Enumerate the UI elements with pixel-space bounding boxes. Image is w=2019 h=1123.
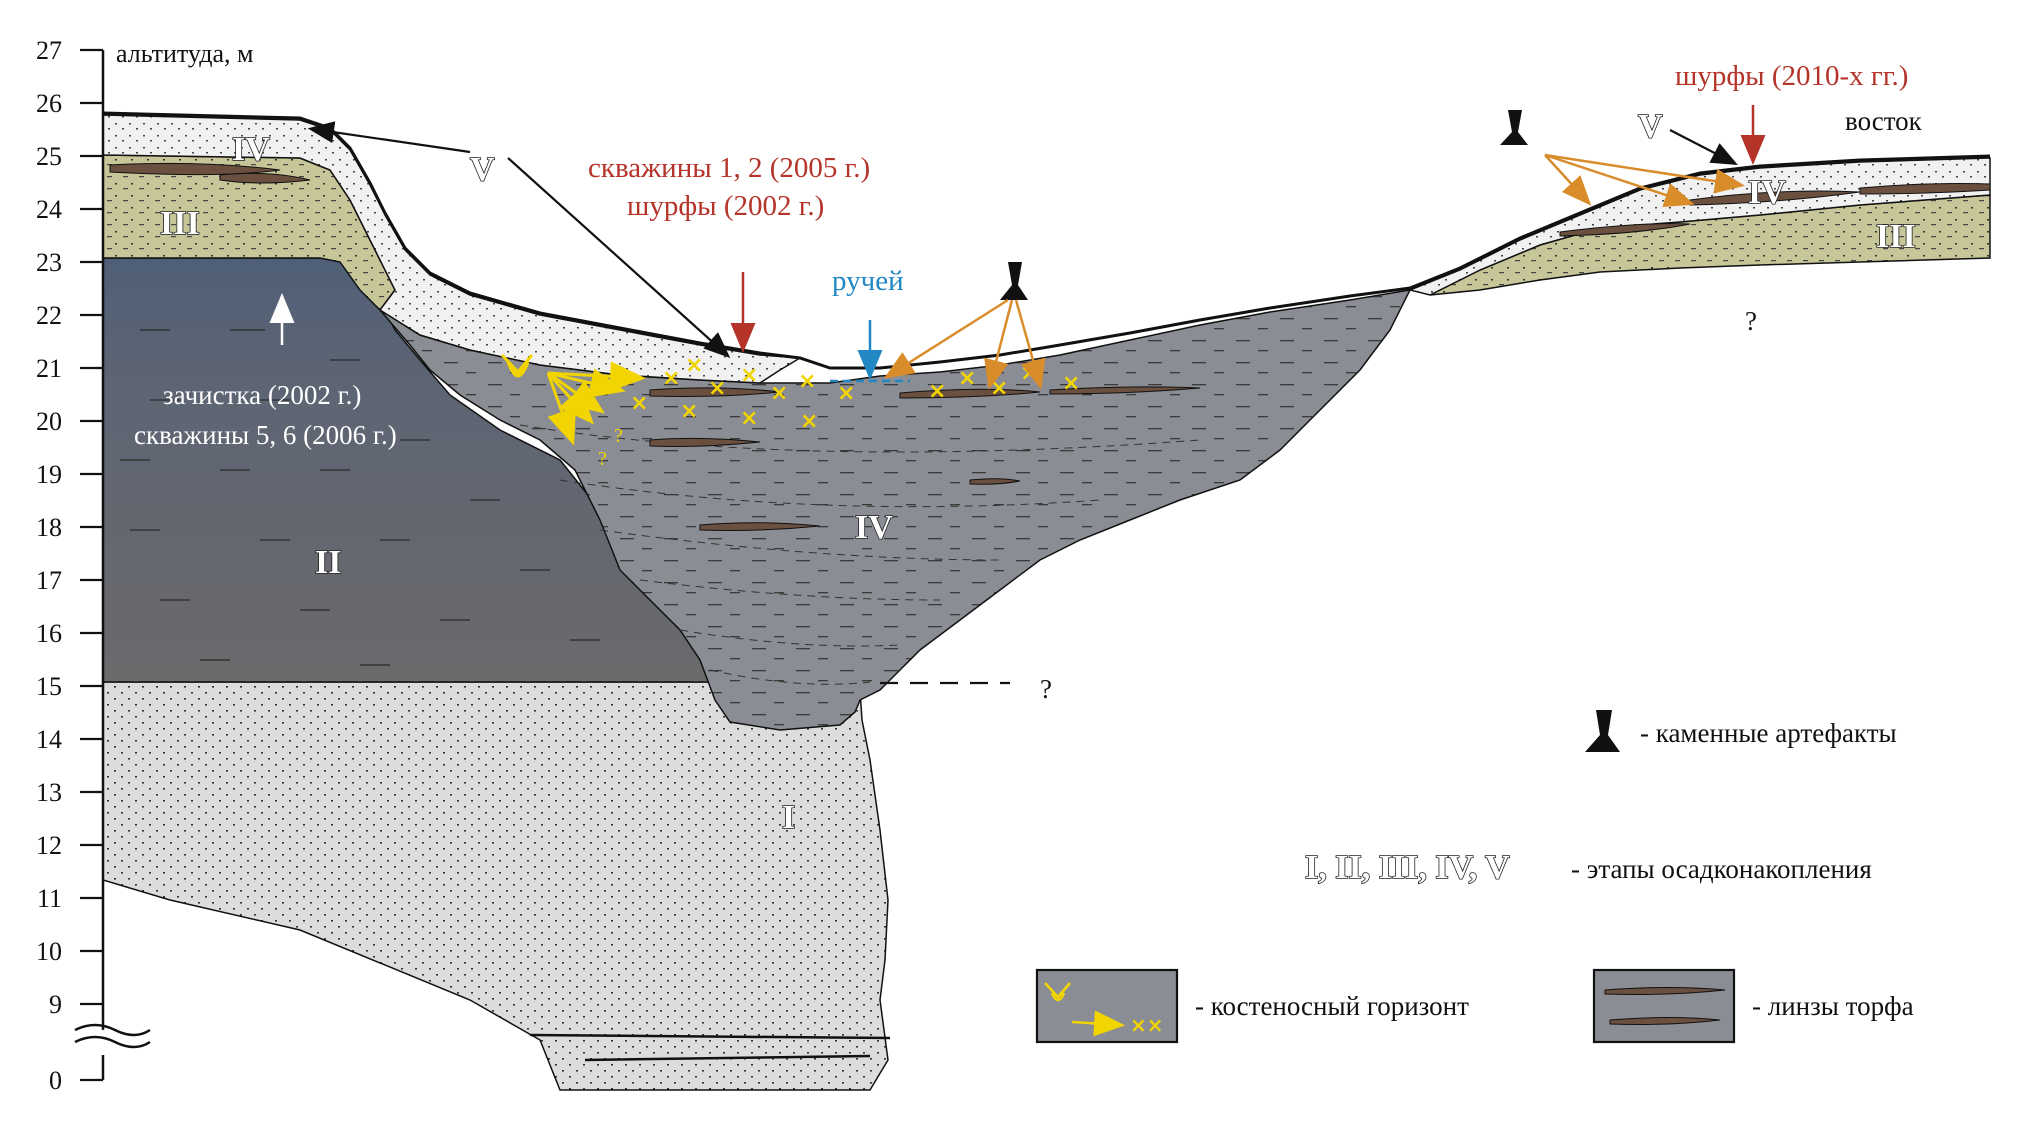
axis-tick-label: 12	[36, 831, 62, 860]
axis-tick-label: 26	[36, 89, 62, 118]
svg-text:×: ×	[630, 391, 648, 416]
svg-text:×: ×	[740, 363, 758, 388]
legend-stone-text: - каменные артефакты	[1640, 718, 1897, 748]
label-stream: ручей	[832, 265, 904, 297]
axis-tick-label: 14	[36, 725, 62, 754]
svg-text:××: ××	[1130, 1013, 1164, 1037]
axis-tick-label: 13	[36, 778, 62, 807]
bone-question: ?	[598, 448, 607, 470]
axis-tick-label: 11	[37, 884, 62, 913]
layer-I	[102, 681, 889, 1091]
break-line	[584, 1054, 871, 1062]
legend: - каменные артефакты I, II, III, IV, V -…	[1035, 710, 1914, 1044]
altitude-axis: 27 26 25 24 23 22 21 20 19 18 17 16 15 14 13 12 11 10 9 0	[36, 36, 151, 1095]
stone-artifact-icon	[1000, 262, 1028, 300]
legend-stages-text: - этапы осадконакопления	[1571, 854, 1872, 884]
stone-artifact-icon	[1500, 110, 1528, 145]
label-boreholes-2005: скважины 1, 2 (2005 г.)	[588, 152, 870, 184]
stage-V-arrow	[507, 157, 731, 358]
stage-V-left: V	[470, 151, 495, 188]
axis-tick-label: 15	[36, 672, 62, 701]
svg-text:×: ×	[837, 381, 855, 406]
axis-title: альтитуда, м	[116, 39, 254, 68]
svg-text:×: ×	[740, 406, 758, 431]
axis-tick-label: 22	[36, 301, 62, 330]
question-mark: ?	[1745, 306, 1757, 336]
label-boreholes-2006: скважины 5, 6 (2006 г.)	[134, 420, 397, 450]
svg-text:×: ×	[770, 381, 788, 406]
svg-text:×: ×	[800, 409, 818, 434]
axis-tick-label: 27	[36, 36, 62, 65]
stone-arrows-right	[1544, 153, 1745, 208]
svg-text:×: ×	[680, 399, 698, 424]
svg-text:×: ×	[708, 376, 726, 401]
label-east: восток	[1845, 106, 1923, 136]
question-mark: ?	[1040, 674, 1052, 704]
axis-tick-label: 9	[49, 990, 62, 1019]
axis-tick-label: 20	[36, 407, 62, 436]
svg-text:×: ×	[685, 353, 703, 378]
label-pits-2002: шурфы (2002 г.)	[627, 190, 824, 222]
axis-tick-label: 16	[36, 619, 62, 648]
axis-tick-label: 18	[36, 513, 62, 542]
svg-text:×: ×	[1062, 371, 1080, 396]
svg-text:×: ×	[958, 366, 976, 391]
axis-tick-label: 24	[36, 195, 62, 224]
axis-tick-label: 23	[36, 248, 62, 277]
axis-tick-label: 10	[36, 937, 62, 966]
svg-text:×: ×	[928, 379, 946, 404]
stage-V-arrow	[1669, 129, 1738, 166]
stage-II: II	[315, 544, 341, 581]
stage-III-left: III	[160, 205, 200, 242]
peat-lenses	[109, 162, 1991, 531]
axis-tick-label: 17	[36, 566, 62, 595]
svg-text:×: ×	[662, 366, 680, 391]
axis-tick-label: 25	[36, 142, 62, 171]
axis-tick-label: 0	[49, 1066, 62, 1095]
stage-V-arrow	[307, 121, 471, 154]
legend-peat-swatch	[1592, 968, 1736, 1044]
svg-text:×: ×	[990, 376, 1008, 401]
legend-stages-symbols: I, II, III, IV, V	[1305, 849, 1510, 886]
bone-horizon: ? ? ××× ××× ××× ××× ××× ×	[500, 353, 1080, 470]
stage-I: I	[782, 799, 795, 836]
axis-tick-label: 21	[36, 354, 62, 383]
bone-question: ?	[614, 425, 623, 447]
stage-IV-right: IV	[1748, 174, 1786, 211]
legend-peat-text: - линзы торфа	[1752, 991, 1914, 1021]
label-cleaning-2002: зачистка (2002 г.)	[163, 380, 361, 410]
label-pits-2010s: шурфы (2010-х гг.)	[1675, 60, 1908, 92]
legend-bone-text: - костеносный горизонт	[1195, 991, 1469, 1021]
legend-stone-icon	[1585, 710, 1620, 752]
stage-IV-center: IV	[855, 509, 893, 546]
break-line	[529, 1033, 891, 1040]
svg-text:×: ×	[798, 369, 816, 394]
stage-III-right: III	[1876, 218, 1916, 255]
stage-IV-left: IV	[232, 131, 270, 168]
axis-tick-label: 19	[36, 460, 62, 489]
stage-V-right: V	[1638, 108, 1663, 145]
stone-arrows-center	[883, 298, 1046, 390]
